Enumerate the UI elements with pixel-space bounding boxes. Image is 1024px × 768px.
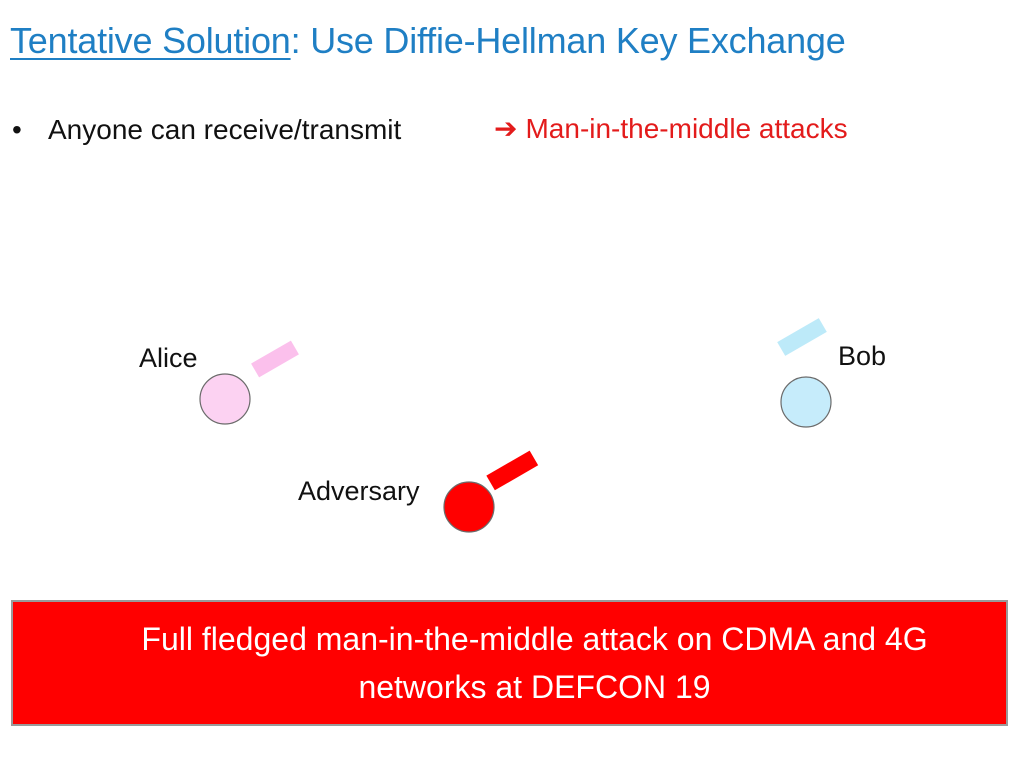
bullet-marker: •	[12, 114, 22, 145]
right-arrow-icon: ➔	[494, 113, 518, 144]
bob-node	[780, 376, 832, 428]
adversary-antenna	[486, 450, 539, 491]
defcon-banner: Full fledged man-in-the-middle attack on…	[11, 600, 1008, 726]
title-link-text[interactable]: Tentative Solution	[10, 20, 291, 61]
banner-text: Full fledged man-in-the-middle attack on…	[141, 621, 928, 705]
bob-label: Bob	[838, 341, 887, 371]
slide-title: Tentative Solution: Use Diffie-Hellman K…	[10, 20, 846, 62]
bullet-text: Anyone can receive/transmit	[48, 114, 402, 145]
consequence-label: Man-in-the-middle attacks	[525, 113, 848, 144]
bob-antenna	[777, 318, 827, 356]
consequence-text: ➔Man-in-the-middle attacks	[494, 112, 848, 145]
adversary-label: Adversary	[298, 476, 420, 506]
title-rest-text: : Use Diffie-Hellman Key Exchange	[290, 20, 846, 61]
adversary-node	[443, 481, 495, 533]
bullet-point: • Anyone can receive/transmit	[12, 114, 401, 146]
alice-antenna	[251, 340, 299, 378]
network-diagram	[199, 318, 832, 533]
alice-node	[199, 373, 251, 425]
alice-label: Alice	[139, 343, 198, 373]
